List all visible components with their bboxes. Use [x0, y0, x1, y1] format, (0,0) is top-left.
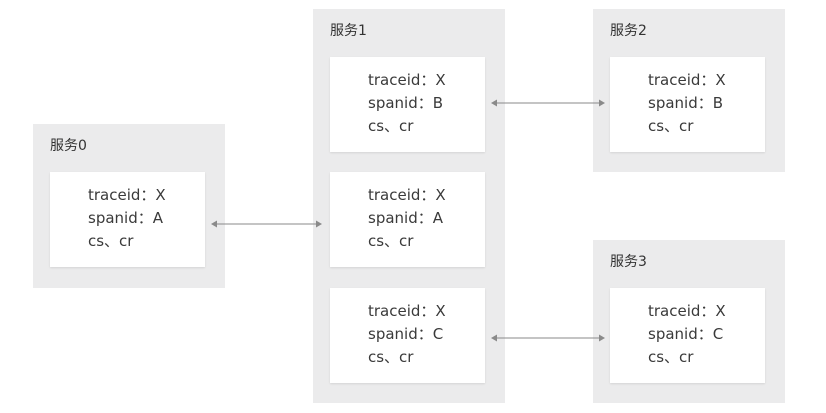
span-traceid: traceid：X [648, 71, 726, 89]
service-3-span-c-card: traceid：X spanid：C cs、cr [610, 288, 765, 383]
connector-service1-to-service3 [491, 334, 605, 342]
connector-service0-to-service1 [211, 220, 322, 228]
span-spanid: spanid：A [368, 209, 443, 227]
service-2-panel: 服务2 traceid：X spanid：B cs、cr [593, 9, 785, 172]
service-3-title: 服务3 [610, 254, 647, 270]
span-spanid: spanid：A [88, 209, 163, 227]
service-1-span-c-card: traceid：X spanid：C cs、cr [330, 288, 485, 383]
service-0-span-a-card: traceid：X spanid：A cs、cr [50, 172, 205, 267]
service-3-panel: 服务3 traceid：X spanid：C cs、cr [593, 240, 785, 403]
service-2-title: 服务2 [610, 23, 647, 39]
span-flags: cs、cr [88, 232, 134, 250]
span-traceid: traceid：X [648, 302, 726, 320]
span-flags: cs、cr [368, 348, 414, 366]
service-2-span-b-card: traceid：X spanid：B cs、cr [610, 57, 765, 152]
span-flags: cs、cr [648, 348, 694, 366]
span-traceid: traceid：X [88, 186, 166, 204]
span-spanid: spanid：C [648, 325, 724, 343]
service-0-panel: 服务0 traceid：X spanid：A cs、cr [33, 124, 225, 288]
span-flags: cs、cr [368, 117, 414, 135]
service-1-span-a-card: traceid：X spanid：A cs、cr [330, 172, 485, 267]
span-flags: cs、cr [368, 232, 414, 250]
span-flags: cs、cr [648, 117, 694, 135]
span-spanid: spanid：B [648, 94, 724, 112]
span-spanid: spanid：C [368, 325, 444, 343]
span-traceid: traceid：X [368, 186, 446, 204]
service-0-title: 服务0 [50, 138, 87, 154]
service-1-span-b-card: traceid：X spanid：B cs、cr [330, 57, 485, 152]
span-traceid: traceid：X [368, 302, 446, 320]
span-spanid: spanid：B [368, 94, 444, 112]
service-1-title: 服务1 [330, 23, 367, 39]
service-1-panel: 服务1 traceid：X spanid：B cs、cr traceid：X s… [313, 9, 505, 403]
span-traceid: traceid：X [368, 71, 446, 89]
connector-service1-to-service2 [491, 99, 605, 107]
